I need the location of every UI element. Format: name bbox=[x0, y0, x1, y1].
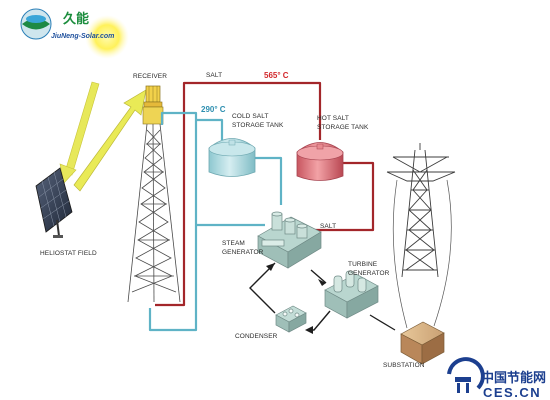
steam-generator-label-line2: GENERATOR bbox=[222, 249, 264, 256]
footer-bar-icon bbox=[455, 377, 471, 382]
footer-text-en: CES.CN bbox=[483, 385, 541, 400]
hot-tank-label-line1: HOT SALT bbox=[317, 115, 349, 122]
reflected-ray-arrow-icon bbox=[73, 89, 147, 192]
salt-mid-label: SALT bbox=[320, 223, 336, 230]
turbine-generator bbox=[324, 270, 379, 319]
transmission-tower bbox=[386, 143, 456, 329]
substation-label: SUBSTATION bbox=[383, 362, 425, 369]
brand-logo: 久能 JiuNeng-Solar.com bbox=[20, 8, 129, 59]
hot-temp-label: 565° C bbox=[264, 71, 289, 80]
arrow-to-steam-icon bbox=[266, 263, 275, 271]
footer-ring-icon bbox=[447, 357, 485, 390]
logo-sun-icon bbox=[85, 15, 129, 59]
incoming-ray-arrow-icon bbox=[64, 81, 100, 176]
condenser-label: CONDENSER bbox=[235, 333, 278, 340]
cold-salt-tank bbox=[208, 138, 256, 177]
heliostat-panel bbox=[35, 167, 73, 238]
cold-temp-label: 290° C bbox=[201, 105, 226, 114]
incoming-ray-head-icon bbox=[59, 163, 77, 184]
sun-rays bbox=[59, 81, 147, 192]
hot-tank-label-line2: STORAGE TANK bbox=[317, 124, 369, 131]
power-lines bbox=[369, 314, 396, 331]
condenser bbox=[275, 305, 307, 333]
receiver-label: RECEIVER bbox=[133, 73, 167, 80]
hot-salt-tank bbox=[296, 142, 344, 181]
steam-generator-label-line1: STEAM bbox=[222, 240, 245, 247]
logo-url: JiuNeng-Solar.com bbox=[51, 33, 114, 40]
substation bbox=[400, 321, 445, 365]
logo-sky-icon bbox=[26, 15, 46, 23]
cold-tank-label-line1: COLD SALT bbox=[232, 113, 269, 120]
logo-text-cn: 久能 bbox=[63, 11, 89, 27]
footer-brand: 中国节能网 CES.CN bbox=[447, 357, 546, 400]
turbine-generator-label-line1: TURBINE bbox=[348, 261, 378, 268]
hot-salt-pipe bbox=[155, 81, 375, 307]
footer-text-cn: 中国节能网 bbox=[481, 370, 546, 386]
cold-tank-label-line2: STORAGE TANK bbox=[232, 122, 284, 129]
arrow-to-condenser-icon bbox=[305, 326, 313, 334]
turbine-generator-label-line2: GENERATOR bbox=[348, 270, 390, 277]
salt-top-label: SALT bbox=[206, 72, 222, 79]
steam-generator bbox=[257, 211, 322, 269]
receiver-tower bbox=[127, 123, 181, 303]
arrow-to-turbine-icon bbox=[318, 279, 326, 286]
water-loop-arrowheads bbox=[266, 263, 326, 334]
heliostat-field-label: HELIOSTAT FIELD bbox=[40, 250, 97, 257]
receiver-top bbox=[142, 85, 164, 125]
